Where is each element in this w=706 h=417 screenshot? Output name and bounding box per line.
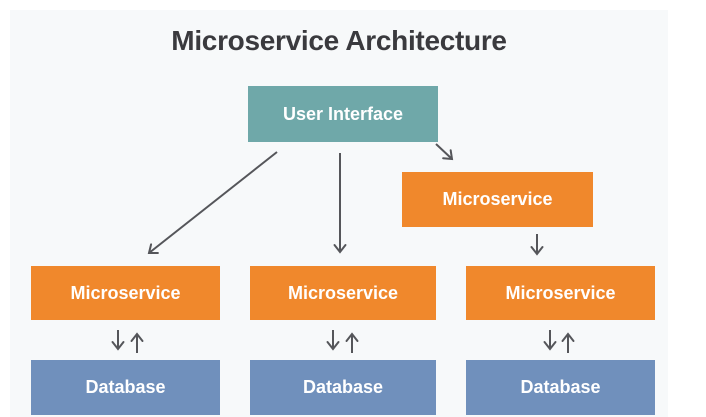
node-microservice-top: Microservice xyxy=(402,172,593,227)
node-database-right: Database xyxy=(466,360,655,415)
node-user-interface: User Interface xyxy=(248,86,438,142)
node-database-left: Database xyxy=(31,360,220,415)
diagram-title: Microservice Architecture xyxy=(171,25,507,56)
node-microservice-center: Microservice xyxy=(250,266,436,320)
node-database-center: Database xyxy=(250,360,436,415)
node-microservice-right-label: Microservice xyxy=(505,282,616,303)
node-microservice-top-label: Microservice xyxy=(442,189,553,209)
node-database-left-label: Database xyxy=(85,377,166,397)
node-microservice-left-label: Microservice xyxy=(70,282,181,303)
node-user-interface-label: User Interface xyxy=(282,103,404,124)
node-database-right-label: Database xyxy=(520,377,601,397)
node-microservice-left: Microservice xyxy=(31,266,220,320)
node-microservice-center-label: Microservice xyxy=(287,282,399,303)
node-microservice-right: Microservice xyxy=(466,266,655,320)
node-database-center-label: Database xyxy=(302,377,384,397)
